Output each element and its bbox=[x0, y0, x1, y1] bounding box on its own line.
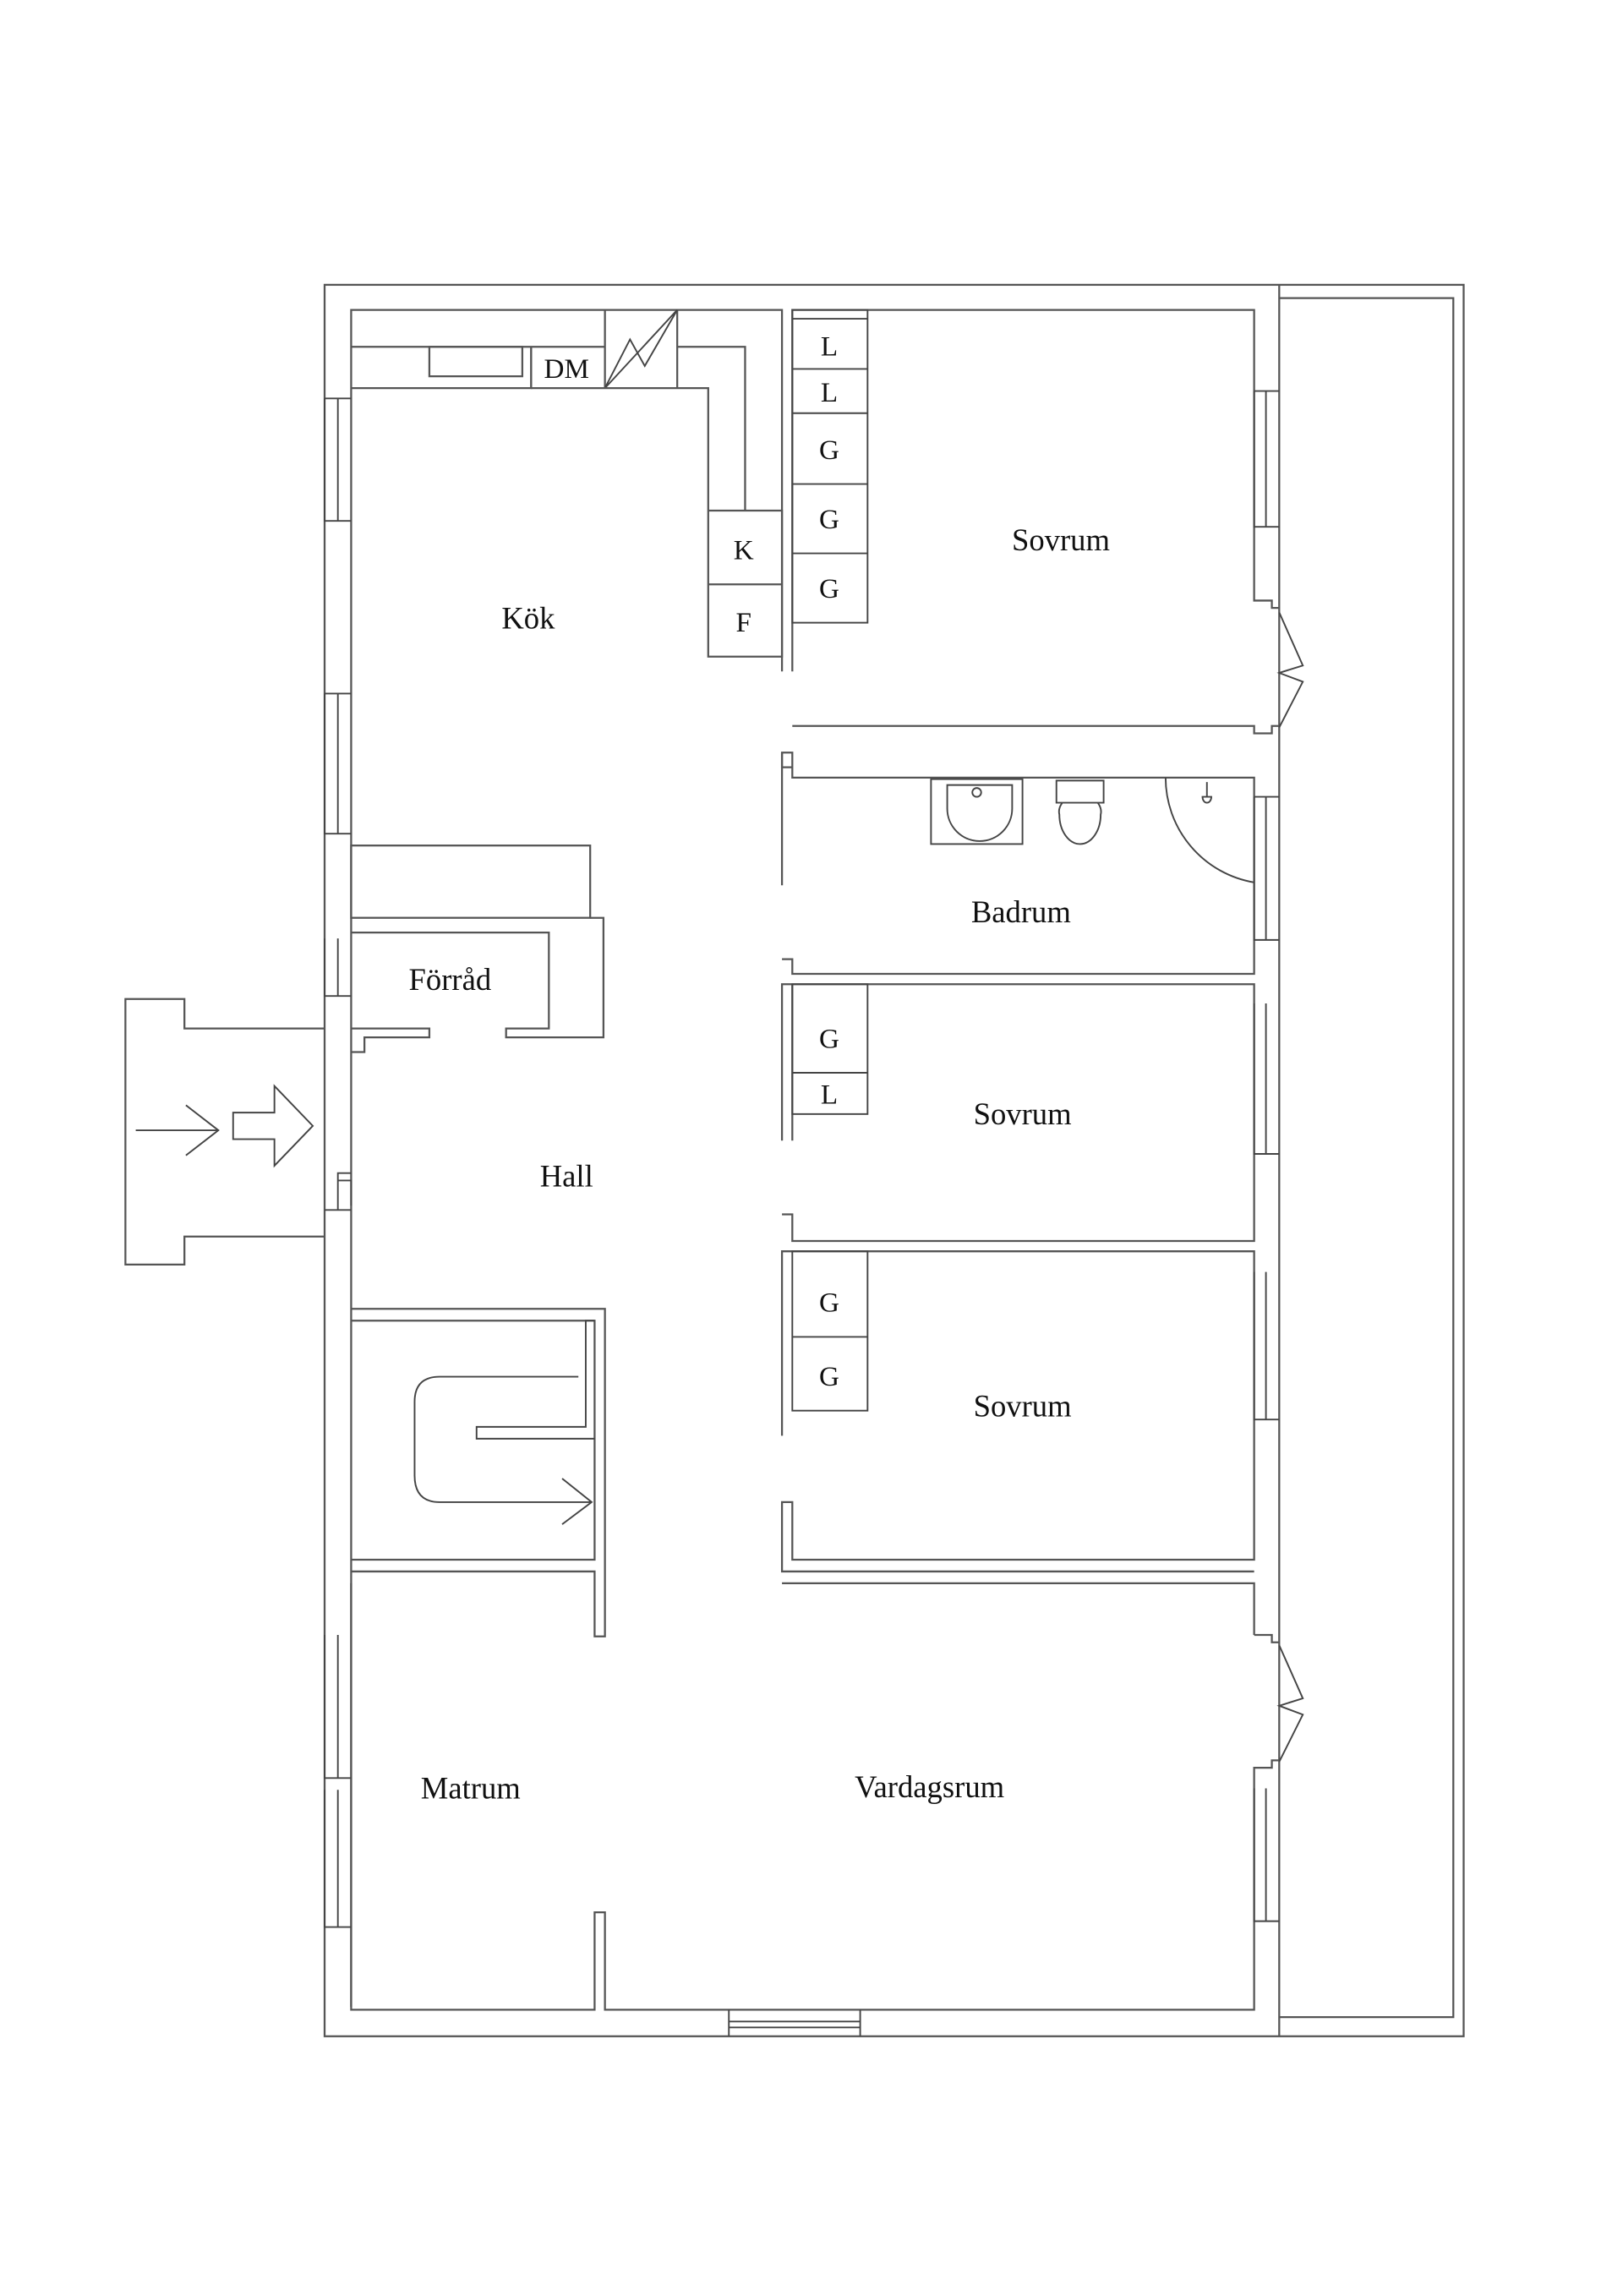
entrance-block-arrow-icon bbox=[232, 1084, 314, 1168]
wardrobe-label: G bbox=[819, 1361, 839, 1392]
room-label-sovrum: Sovrum bbox=[974, 1389, 1072, 1424]
kitchen: DM K F Kök bbox=[324, 309, 784, 2007]
sink-icon bbox=[946, 784, 1014, 842]
wardrobe-label: G bbox=[819, 1287, 839, 1319]
fridge-label: F bbox=[735, 607, 751, 638]
wardrobe-label: L bbox=[821, 331, 838, 363]
wardrobe-label: G bbox=[819, 435, 839, 466]
outer-walls bbox=[323, 283, 1465, 2037]
bedroom-2: G L Sovrum bbox=[780, 983, 1280, 1243]
dishwasher-label: DM bbox=[544, 353, 589, 385]
entrance-arrow-icon bbox=[135, 1104, 220, 1156]
balcony-door-icon bbox=[1276, 1644, 1304, 1763]
room-label-sovrum: Sovrum bbox=[1012, 522, 1110, 557]
wardrobe-label: G bbox=[819, 573, 839, 604]
wardrobe-label: G bbox=[819, 1023, 839, 1054]
stove-label: K bbox=[734, 535, 754, 566]
room-label-forrad: Förråd bbox=[409, 962, 492, 997]
bedroom-1: L L G G G Sovrum bbox=[780, 309, 1304, 768]
wardrobe-label: G bbox=[819, 504, 839, 535]
stairs-arrow-icon bbox=[413, 1375, 593, 1525]
room-label-sovrum: Sovrum bbox=[974, 1096, 1072, 1131]
balcony bbox=[1278, 284, 1455, 2036]
balcony-door-icon bbox=[1276, 612, 1304, 728]
room-label-matrum: Matrum bbox=[421, 1771, 521, 1806]
bathroom: Badrum bbox=[780, 752, 1280, 976]
toilet-icon bbox=[1055, 779, 1105, 845]
living-dining: Matrum Vardagsrum bbox=[324, 1582, 1304, 2036]
chimney-icon bbox=[604, 309, 678, 389]
room-label-kok: Kök bbox=[501, 601, 555, 636]
bedroom-3: G G Sovrum bbox=[780, 1250, 1280, 1573]
room-label-hall: Hall bbox=[540, 1158, 593, 1193]
wardrobe-label: L bbox=[821, 377, 838, 408]
room-label-vardagsrum: Vardagsrum bbox=[855, 1769, 1004, 1804]
room-label-badrum: Badrum bbox=[971, 894, 1071, 929]
wardrobe-label: L bbox=[821, 1080, 838, 1111]
shower-icon bbox=[1164, 777, 1254, 883]
storage: Förråd bbox=[324, 845, 605, 1053]
entrance: Hall bbox=[124, 998, 593, 1266]
staircase bbox=[351, 1308, 606, 1637]
